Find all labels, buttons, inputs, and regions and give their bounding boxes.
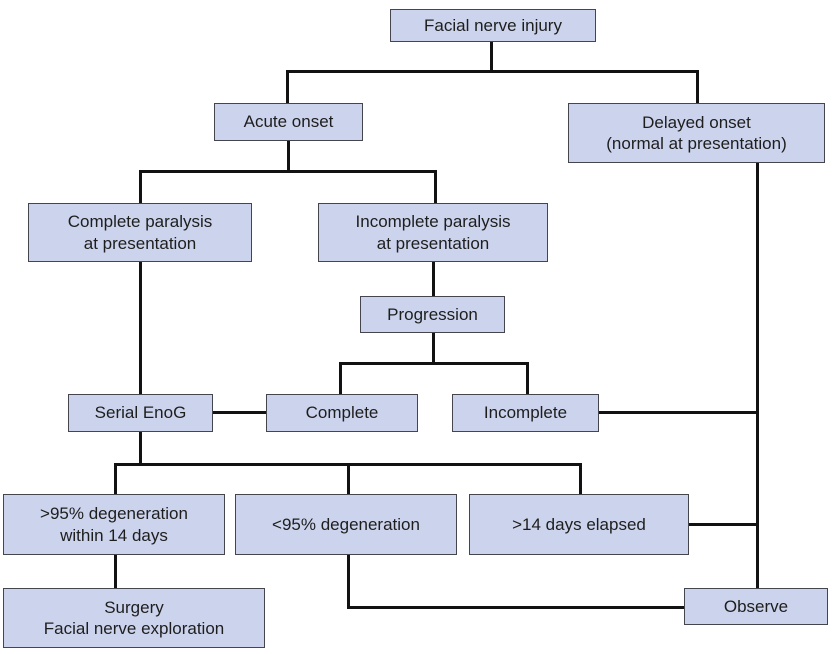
node-days-elapsed: >14 days elapsed xyxy=(469,494,689,555)
node-incomplete-paralysis: Incomplete paralysis at presentation xyxy=(318,203,548,262)
connector-line xyxy=(286,70,289,103)
node-delayed-onset: Delayed onset (normal at presentation) xyxy=(568,103,825,163)
connector-line xyxy=(432,262,435,296)
node-incomplete: Incomplete xyxy=(452,394,599,432)
node-deg-under-95: <95% degeneration xyxy=(235,494,457,555)
connector-line xyxy=(139,170,437,173)
node-observe: Observe xyxy=(684,588,828,625)
node-facial-nerve-injury: Facial nerve injury xyxy=(390,9,596,42)
connector-line xyxy=(347,463,350,494)
connector-line xyxy=(756,163,759,588)
node-complete-paralysis: Complete paralysis at presentation xyxy=(28,203,252,262)
connector-line xyxy=(286,70,699,73)
connector-line xyxy=(139,262,142,394)
node-surgery: Surgery Facial nerve exploration xyxy=(3,588,265,648)
connector-line xyxy=(139,432,142,466)
connector-line xyxy=(114,463,117,494)
connector-line xyxy=(347,555,350,609)
connector-line xyxy=(347,606,684,609)
node-serial-enog: Serial EnoG xyxy=(68,394,213,432)
connector-line xyxy=(432,333,435,365)
connector-line xyxy=(696,70,699,103)
connector-line xyxy=(526,362,529,394)
connector-line xyxy=(339,362,529,365)
connector-line xyxy=(212,411,266,414)
connector-line xyxy=(490,42,493,73)
connector-line xyxy=(579,463,582,494)
node-acute-onset: Acute onset xyxy=(214,103,363,141)
connector-line xyxy=(434,170,437,203)
connector-line xyxy=(287,141,290,173)
connector-line xyxy=(599,411,759,414)
node-complete: Complete xyxy=(266,394,418,432)
connector-line xyxy=(114,555,117,588)
connector-line xyxy=(689,523,759,526)
node-progression: Progression xyxy=(360,296,505,333)
connector-line xyxy=(139,170,142,203)
connector-line xyxy=(339,362,342,394)
node-deg-over-95: >95% degeneration within 14 days xyxy=(3,494,225,555)
